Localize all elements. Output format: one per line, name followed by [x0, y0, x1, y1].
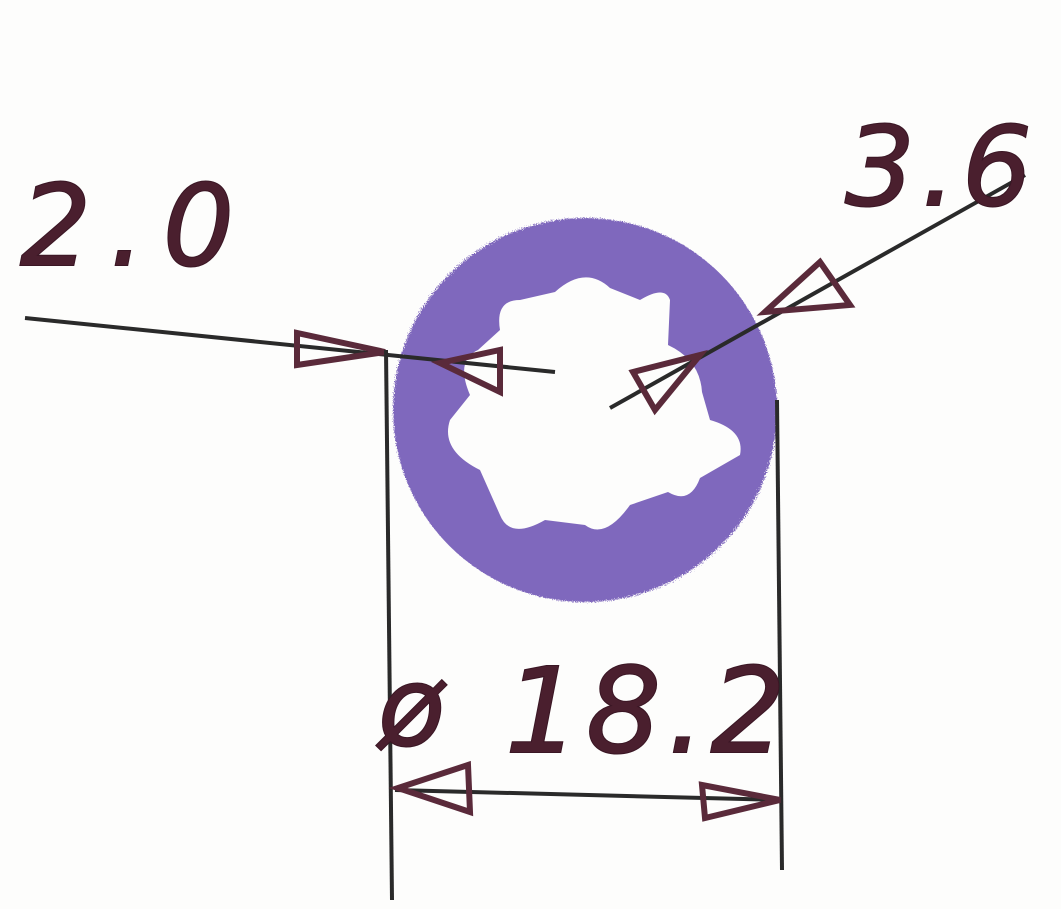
- right-outer-arrow: [756, 257, 856, 316]
- right-extension-line: [775, 399, 784, 871]
- part-profile: [393, 218, 777, 602]
- right-inner-arrow: [628, 349, 709, 416]
- diameter-symbol: ø: [376, 643, 447, 771]
- right-dimension-leader: [609, 173, 1026, 416]
- left-leader-line: [24, 316, 556, 374]
- diameter-line: [394, 788, 781, 802]
- diameter-left-arrow: [388, 760, 474, 817]
- inner-cutout: [448, 277, 741, 530]
- left-dimension-leader: [24, 316, 556, 397]
- diameter-value-label: 18.2: [505, 642, 792, 780]
- diameter-right-arrow: [698, 781, 781, 822]
- left-dimension-label: 2.0: [20, 162, 252, 292]
- right-dimension-label: 3.6: [845, 103, 1038, 231]
- left-extension-line: [384, 349, 394, 901]
- left-outer-arrow: [294, 329, 386, 369]
- diameter-dimension: [384, 349, 784, 901]
- right-leader-line: [609, 173, 1026, 410]
- left-inner-arrow: [430, 346, 503, 397]
